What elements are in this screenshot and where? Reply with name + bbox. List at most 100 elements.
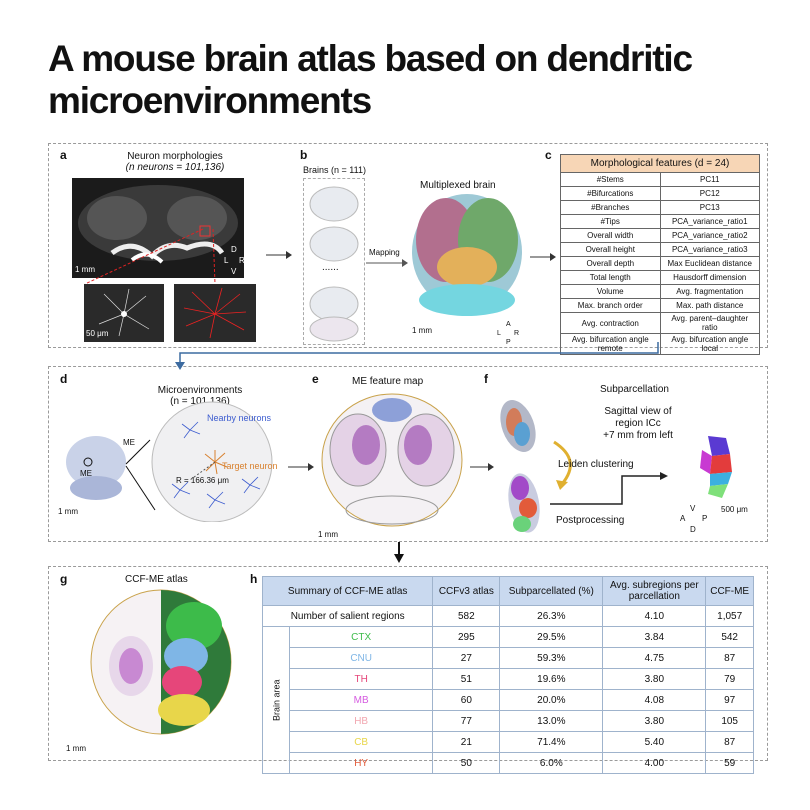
panel-e-letter: e [312,372,319,386]
feature-right-cell: PC12 [659,186,760,201]
feature-left-cell: #Stems [560,172,661,187]
brains-stack [303,178,365,345]
brain-area-value: 59 [705,752,754,774]
clustering-curved-arrow [553,440,572,490]
panel-d-heading-line2: (n = 101,136) [170,396,230,407]
brain-area-value: 542 [705,626,754,648]
brain-area-value: 19.6% [499,668,604,690]
panel-e-heading: ME feature map [352,376,424,387]
axis-d-label: D [231,245,237,254]
panel-a-heading: Neuron morphologies (n neurons = 101,136… [95,151,255,173]
radius-label: R = 166.36 μm [176,476,229,485]
postprocessing-arrow [550,472,668,505]
feature-right-cell: PCA_variance_ratio1 [659,214,760,229]
feature-right-cell: PC13 [659,200,760,215]
summary-header-col3: Subparcellated (%) [499,576,604,606]
axis-v-label: V [231,267,237,276]
salient-avg-subregions: 4.10 [602,605,707,627]
sagittal-line1: Sagittal view of [604,406,672,417]
brain-area-value: 50 [432,752,501,774]
subparcellation-label: Subparcellation [600,384,669,395]
brain-area-value: 87 [705,647,754,669]
feature-right-cell: PCA_variance_ratio3 [659,242,760,257]
top-panel-frame [48,143,768,348]
brain-area-name: MB [288,689,434,711]
feature-left-cell: Total length [560,270,661,285]
brain-area-value: 3.80 [602,710,707,732]
panel-d-letter: d [60,372,68,386]
feature-right-cell: PCA_variance_ratio2 [659,228,760,243]
panel-a-scale-50um: 50 μm [86,329,109,338]
feature-right-cell: Avg. fragmentation [659,284,760,299]
panel-e-scale: 1 mm [318,530,338,539]
ccf-me-atlas-image [90,589,232,735]
brain-area-value: 4.75 [602,647,707,669]
panel-b-scale: 1 mm [412,326,432,335]
brain-area-name: CNU [288,647,434,669]
panel-b-dots: ...... [322,262,339,273]
feature-left-cell: #Bifurcations [560,186,661,201]
arrow-e-to-f [470,463,494,471]
salient-label: Number of salient regions [261,605,434,627]
panel-g-letter: g [60,572,68,586]
panel-h-letter: h [250,572,258,586]
axis-l-label-b: L [497,330,501,337]
feature-right-cell: Max. path distance [659,298,760,313]
feature-left-cell: #Branches [560,200,661,215]
brain-area-value: 97 [705,689,754,711]
nearby-neurons-label: Nearby neurons [207,413,272,423]
microenvironment-sphere [125,401,273,522]
panel-b-letter: b [300,148,308,162]
brain-area-value: 4.08 [602,689,707,711]
sagittal-line3: +7 mm from left [603,430,673,441]
panel-d-scale: 1 mm [58,507,78,516]
brain-area-value: 105 [705,710,754,732]
multiplexed-brain-image [412,194,522,316]
axis-v-label-f: V [690,504,696,513]
zoom-lines [84,228,216,285]
summary-table: Summary of CCF-ME atlas CCFv3 atlas Subp… [261,576,754,774]
feature-left-cell: #Tips [560,214,661,229]
summary-header-col2: CCFv3 atlas [432,576,501,606]
me-callout-label: ME [123,438,135,447]
salient-ccfv3: 582 [432,605,501,627]
feature-right-cell: Avg. parent–daughter ratio [659,312,760,334]
features-table-header: Morphological features (d = 24) [560,154,760,173]
me-feature-map-image [321,393,463,527]
panel-g-scale: 1 mm [66,744,86,753]
brain-area-value: 6.0% [499,752,604,774]
feature-right-cell: Max Euclidean distance [659,256,760,271]
brain-area-group-label: Brain area [262,626,290,774]
axis-p-label-f: P [702,514,708,523]
brain-area-name: TH [288,668,434,690]
feature-left-cell: Avg. contraction [560,312,661,334]
brain-area-value: 4.00 [602,752,707,774]
sagittal-description: Sagittal view of region ICc +7 mm from l… [588,406,688,442]
brain-area-name: CTX [288,626,434,648]
axis-a-label: A [506,321,511,328]
arrow-b-to-c [530,253,556,261]
panel-c-letter: c [545,148,552,162]
brain-area-value: 27 [432,647,501,669]
brain-area-value: 21 [432,731,501,753]
brain-area-value: 77 [432,710,501,732]
region-points-top [500,400,536,452]
feature-right-cell: PC11 [659,172,760,187]
panel-a-letter: a [60,148,67,162]
feature-left-cell: Overall depth [560,256,661,271]
panel-b-heading: Brains (n = 111) [303,165,366,175]
middle-panel-frame [48,366,768,542]
panel-f-scale: 500 μm [721,505,748,514]
